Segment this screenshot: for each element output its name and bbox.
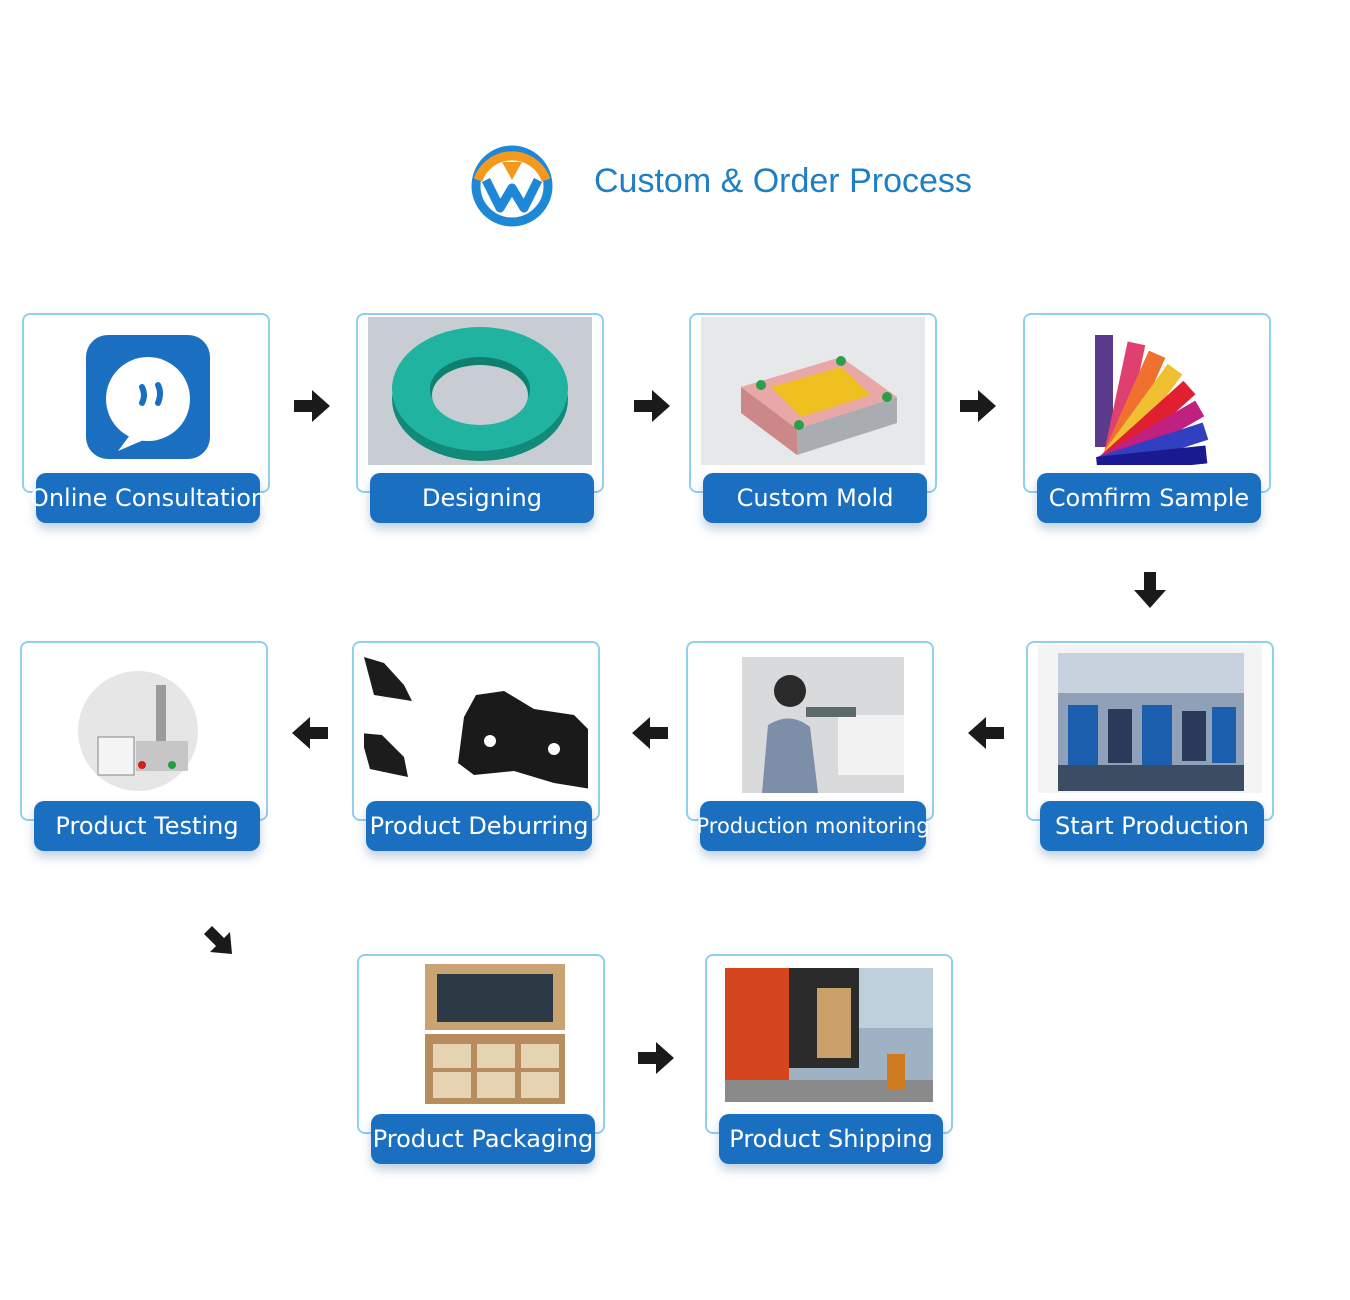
color-swatch-fan-image — [1035, 317, 1259, 465]
rubber-parts-image — [364, 645, 588, 793]
testing-machine-image — [32, 645, 256, 793]
step-label: Product Packaging — [371, 1114, 595, 1164]
step-label: Product Shipping — [719, 1114, 943, 1164]
washer-design-image — [368, 317, 592, 465]
step-label: Start Production — [1040, 801, 1264, 851]
arrow-down-right-icon — [198, 920, 238, 960]
arrow-left-icon — [630, 713, 670, 753]
arrow-right-icon — [636, 1038, 676, 1078]
step-label: Product Testing — [34, 801, 260, 851]
step-label: Online Consultation — [30, 473, 266, 523]
arrow-down-icon — [1130, 570, 1170, 610]
arrow-right-icon — [632, 386, 672, 426]
brand-logo — [468, 140, 556, 230]
step-label: Product Deburring — [366, 801, 592, 851]
chat-app-icon — [34, 317, 258, 465]
packaging-image — [369, 958, 593, 1106]
arrow-right-icon — [292, 386, 332, 426]
header: Custom & Order Process — [468, 140, 1028, 232]
truck-loading-image — [717, 958, 941, 1106]
factory-floor-image — [1038, 645, 1262, 793]
step-label: Custom Mold — [703, 473, 927, 523]
mold-image — [701, 317, 925, 465]
step-label: Comfirm Sample — [1037, 473, 1261, 523]
arrow-right-icon — [958, 386, 998, 426]
worker-inspection-image — [698, 645, 922, 793]
step-label: Designing — [370, 473, 594, 523]
step-label: Production monitoring — [696, 801, 930, 851]
page-title: Custom & Order Process — [594, 162, 972, 200]
arrow-left-icon — [966, 713, 1006, 753]
arrow-left-icon — [290, 713, 330, 753]
